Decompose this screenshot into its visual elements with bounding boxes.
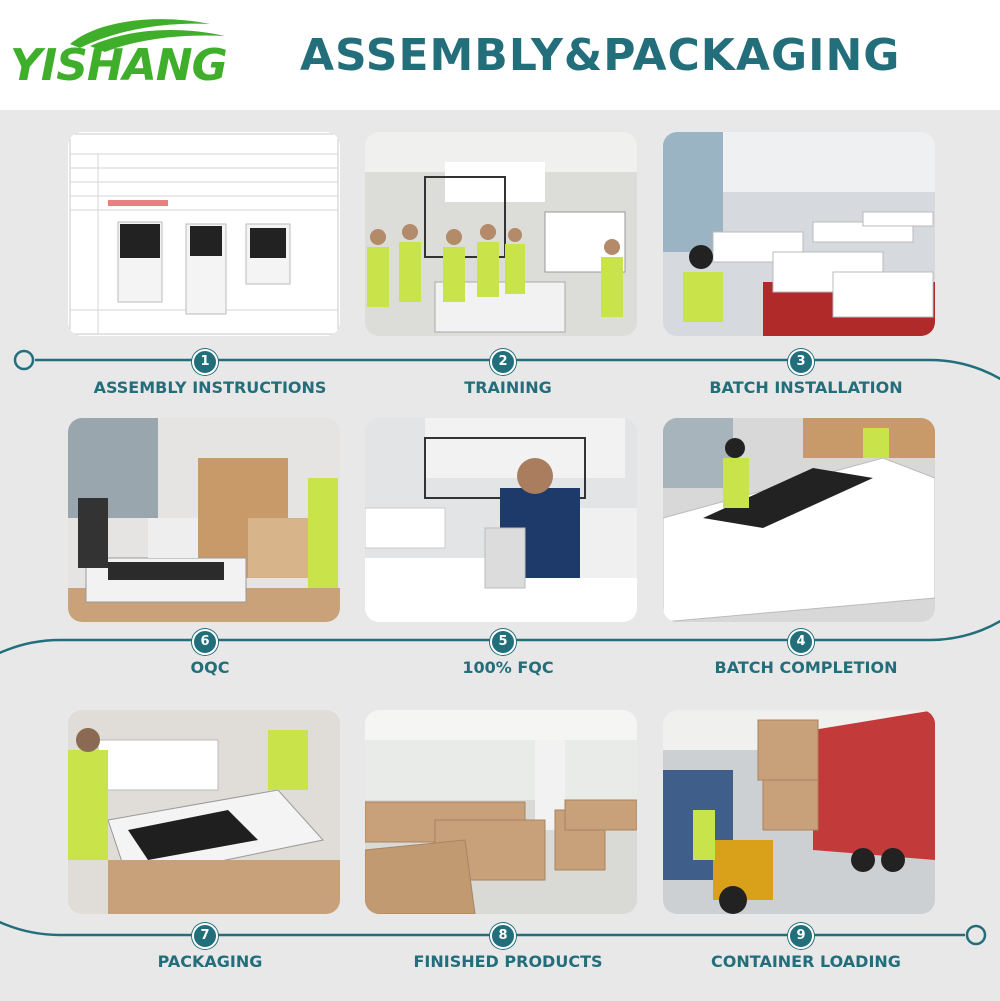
- photo-training: [365, 132, 637, 336]
- photo-100-fqc: [365, 418, 637, 622]
- step-9-badge: 9: [788, 923, 814, 949]
- track-end-dot: [965, 924, 987, 946]
- step-3-label: BATCH INSTALLATION: [709, 378, 903, 397]
- step-4-label: BATCH COMPLETION: [714, 658, 898, 677]
- step-7-label: PACKAGING: [157, 952, 263, 971]
- step-2-label: TRAINING: [464, 378, 552, 397]
- photo-container-loading: [663, 710, 935, 914]
- step-5-label: 100% FQC: [462, 658, 554, 677]
- step-5-badge: 5: [490, 629, 516, 655]
- track-start-dot: [13, 349, 35, 371]
- step-6-label: OQC: [190, 658, 230, 677]
- photo-batch-installation: [663, 132, 935, 336]
- step-8-badge: 8: [490, 923, 516, 949]
- step-1-label: ASSEMBLY INSTRUCTIONS: [93, 378, 327, 397]
- step-9-label: CONTAINER LOADING: [711, 952, 901, 971]
- page-header: YISHANG ASSEMBLY&PACKAGING: [0, 0, 1000, 110]
- logo-text: YISHANG: [10, 40, 228, 91]
- photo-oqc: [68, 418, 340, 622]
- step-7-badge: 7: [192, 923, 218, 949]
- yishang-logo: YISHANG: [10, 14, 260, 94]
- page-title: ASSEMBLY&PACKAGING: [300, 30, 901, 81]
- leaf-swoosh-icon: [70, 19, 225, 52]
- step-2-badge: 2: [490, 349, 516, 375]
- step-1-badge: 1: [192, 349, 218, 375]
- photo-batch-completion: [663, 418, 935, 622]
- step-8-label: FINISHED PRODUCTS: [413, 952, 603, 971]
- photo-packaging: [68, 710, 340, 914]
- step-6-badge: 6: [192, 629, 218, 655]
- photo-finished-products: [365, 710, 637, 914]
- step-4-badge: 4: [788, 629, 814, 655]
- step-3-badge: 3: [788, 349, 814, 375]
- photo-assembly-instructions: [68, 132, 340, 336]
